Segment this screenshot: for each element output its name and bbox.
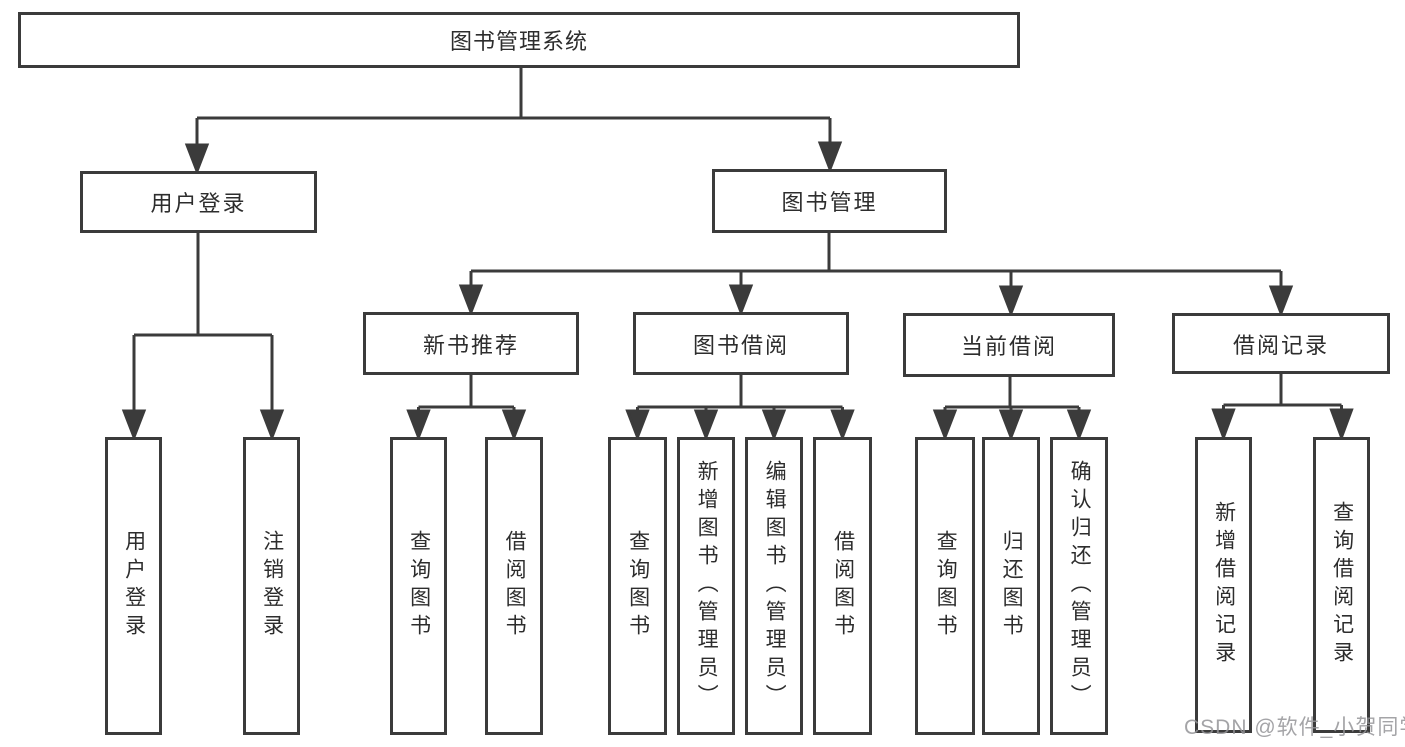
arrowhead: [1211, 408, 1236, 442]
node-root-label: 图书管理系统: [449, 29, 588, 54]
arrowhead: [1066, 409, 1092, 442]
node-book-borrow-label: 图书借阅: [692, 332, 789, 358]
leaf-newbooks-query-label: 查询图书: [407, 530, 431, 642]
node-book-mgmt-label: 图书管理: [781, 190, 878, 215]
connector-book-borrow-to-leaves: [625, 375, 855, 442]
arrowhead: [761, 409, 787, 442]
arrowhead: [998, 285, 1024, 318]
arrowhead: [998, 409, 1024, 442]
csdn-watermark: CSDN @软件_小贺同学: [1184, 716, 1405, 739]
connector-book-mgmt-to-level2: [458, 233, 1294, 318]
connector-current-borrow-to-leaves: [932, 377, 1092, 442]
node-user-login-label: 用户登录: [150, 191, 247, 216]
leaf-borrow-edit-admin: 编辑图书（管理员）: [745, 437, 803, 735]
node-root: 图书管理系统: [18, 12, 1020, 68]
leaf-logout: 注销登录: [243, 437, 300, 735]
leaf-records-query: 查询借阅记录: [1313, 437, 1370, 733]
node-book-mgmt: 图书管理: [712, 169, 947, 233]
arrowhead: [1329, 408, 1354, 442]
node-borrow-records-label: 借阅记录: [1232, 332, 1329, 358]
leaf-newbooks-borrow-label: 借阅图书: [503, 530, 527, 642]
arrowhead: [693, 409, 719, 442]
leaf-user-login: 用户登录: [105, 437, 162, 735]
connector-borrow-records-to-leaves: [1211, 374, 1354, 442]
arrowhead: [625, 409, 650, 442]
node-new-books-label: 新书推荐: [422, 332, 519, 358]
connector-root-to-level1: [184, 68, 843, 176]
connector-new-books-to-leaves: [406, 375, 527, 442]
leaf-current-confirm-admin: 确认归还（管理员）: [1050, 437, 1108, 735]
leaf-borrow-query: 查询图书: [608, 437, 667, 735]
leaf-current-return-label: 归还图书: [1000, 530, 1024, 642]
node-current-borrow-label: 当前借阅: [960, 334, 1057, 359]
node-borrow-records: 借阅记录: [1172, 313, 1390, 374]
arrowhead: [817, 141, 843, 174]
leaf-newbooks-borrow: 借阅图书: [485, 437, 543, 735]
arrowhead: [501, 409, 527, 442]
arrowhead: [1268, 285, 1294, 318]
arrowhead: [406, 409, 431, 442]
leaf-current-query: 查询图书: [915, 437, 975, 735]
arrowhead: [932, 409, 958, 442]
leaf-records-query-label: 查询借阅记录: [1330, 501, 1354, 669]
leaf-current-return: 归还图书: [982, 437, 1040, 735]
connector-user-login-to-leaves: [121, 233, 285, 442]
node-user-login: 用户登录: [80, 171, 317, 233]
leaf-records-add: 新增借阅记录: [1195, 437, 1252, 733]
leaf-borrow-add-admin-label: 新增图书（管理员）: [695, 460, 719, 712]
arrowhead: [830, 409, 855, 442]
arrowhead: [184, 143, 210, 176]
leaf-user-login-label: 用户登录: [122, 530, 146, 642]
leaf-borrow-query-label: 查询图书: [626, 530, 650, 642]
leaf-logout-label: 注销登录: [260, 530, 284, 642]
leaf-newbooks-query: 查询图书: [390, 437, 447, 735]
leaf-borrow-add-admin: 新增图书（管理员）: [677, 437, 735, 735]
leaf-current-query-label: 查询图书: [934, 530, 958, 642]
arrowhead: [121, 409, 147, 442]
leaf-borrow-book: 借阅图书: [813, 437, 872, 735]
arrowhead: [458, 284, 484, 317]
leaf-records-add-label: 新增借阅记录: [1212, 501, 1236, 669]
node-book-borrow: 图书借阅: [633, 312, 849, 375]
leaf-borrow-edit-admin-label: 编辑图书（管理员）: [763, 460, 787, 712]
arrowhead: [728, 284, 754, 317]
leaf-current-confirm-admin-label: 确认归还（管理员）: [1068, 460, 1092, 712]
leaf-borrow-book-label: 借阅图书: [831, 530, 855, 642]
node-current-borrow: 当前借阅: [903, 313, 1115, 377]
node-new-books: 新书推荐: [363, 312, 579, 375]
arrowhead: [259, 409, 285, 442]
